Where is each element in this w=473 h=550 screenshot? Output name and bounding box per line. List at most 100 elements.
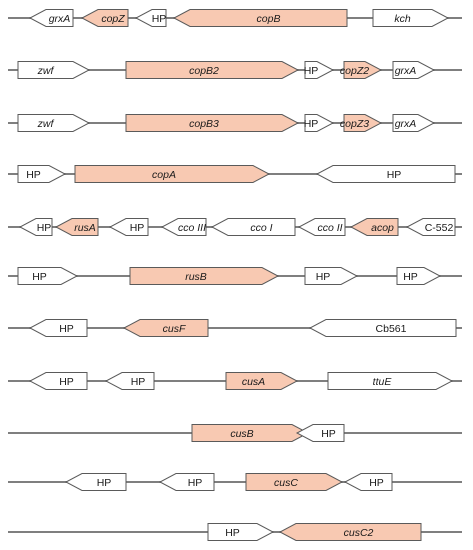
gene-arrow bbox=[392, 114, 436, 132]
gene-arrow bbox=[74, 165, 271, 183]
gene-label: ttuE bbox=[373, 376, 393, 388]
track-6: HP rusB HP HP bbox=[8, 267, 462, 285]
gene-label: HP bbox=[387, 169, 402, 181]
gene-arrow bbox=[210, 218, 296, 236]
gene-arrow bbox=[28, 319, 88, 337]
gene-label: grxA bbox=[395, 65, 417, 77]
gene-label: HP bbox=[130, 222, 145, 234]
gene-arrow bbox=[327, 372, 454, 390]
gene-arrow bbox=[160, 218, 207, 236]
gene-arrow bbox=[28, 372, 88, 390]
track-10: HP HP cusC HP bbox=[8, 473, 462, 491]
gene-arrow bbox=[80, 9, 129, 27]
gene-arrow bbox=[17, 61, 91, 79]
gene-arrow bbox=[122, 319, 209, 337]
gene-label: HP bbox=[152, 13, 167, 25]
gene-label: copB bbox=[257, 13, 281, 25]
gene-arrow bbox=[158, 473, 215, 491]
gene-arrow bbox=[172, 9, 348, 27]
gene-arrow bbox=[125, 114, 300, 132]
gene-arrow bbox=[18, 218, 53, 236]
gene-label: cusA bbox=[242, 376, 265, 388]
gene-arrow bbox=[343, 61, 383, 79]
track-11: HP cusC2 bbox=[8, 523, 462, 541]
gene-arrow bbox=[315, 165, 456, 183]
gene-label: copA bbox=[152, 169, 176, 181]
gene-label: HP bbox=[59, 376, 74, 388]
gene-label: HP bbox=[37, 222, 52, 234]
gene-arrow bbox=[207, 523, 275, 541]
gene-arrow bbox=[405, 218, 456, 236]
gene-label: rusB bbox=[185, 271, 207, 283]
gene-arrow bbox=[343, 473, 393, 491]
track-4: HP copA HP bbox=[8, 165, 462, 183]
gene-arrow bbox=[54, 218, 99, 236]
gene-arrow bbox=[343, 114, 383, 132]
gene-arrow bbox=[17, 114, 91, 132]
gene-arrow bbox=[129, 267, 280, 285]
gene-label: cco II bbox=[317, 222, 342, 234]
gene-label: cusF bbox=[163, 323, 186, 335]
gene-arrow bbox=[108, 218, 149, 236]
gene-label: Cb561 bbox=[376, 323, 407, 335]
gene-label: HP bbox=[32, 271, 47, 283]
gene-label: cco I bbox=[250, 222, 272, 234]
gene-label: zwf bbox=[37, 65, 55, 77]
gene-label: acop bbox=[371, 222, 394, 234]
gene-label: copZ bbox=[101, 13, 125, 25]
gene-label: HP bbox=[97, 477, 112, 489]
gene-arrow bbox=[392, 61, 436, 79]
gene-label: HP bbox=[188, 477, 203, 489]
gene-arrow bbox=[304, 114, 335, 132]
gene-arrow bbox=[17, 165, 67, 183]
gene-arrow bbox=[304, 267, 359, 285]
gene-label: copB3 bbox=[189, 118, 219, 130]
gene-label: zwf bbox=[37, 118, 55, 130]
track-8: HP HP cusA ttuE bbox=[8, 372, 462, 390]
gene-label: cusC2 bbox=[344, 527, 374, 539]
gene-arrow bbox=[104, 372, 155, 390]
gene-label: grxA bbox=[395, 118, 417, 130]
gene-label: kch bbox=[394, 13, 411, 25]
gene-label: HP bbox=[304, 65, 319, 77]
gene-arrow bbox=[297, 218, 346, 236]
gene-arrow bbox=[295, 424, 345, 442]
track-1: grxA copZ HP copB kch bbox=[8, 9, 462, 27]
gene-arrow bbox=[225, 372, 299, 390]
gene-label: C-552 bbox=[425, 222, 454, 234]
gene-label: HP bbox=[316, 271, 331, 283]
gene-label: HP bbox=[321, 428, 336, 440]
gene-arrow bbox=[28, 9, 74, 27]
track-5: HP rusA HP cco III cco I cco II acop C-552 bbox=[8, 218, 462, 236]
gene-label: HP bbox=[131, 376, 146, 388]
gene-arrow bbox=[372, 9, 450, 27]
gene-label: grxA bbox=[49, 13, 71, 25]
gene-label: cusC bbox=[274, 477, 298, 489]
track-7: HP cusF Cb561 bbox=[8, 319, 462, 337]
gene-arrow bbox=[396, 267, 442, 285]
gene-arrow bbox=[308, 319, 457, 337]
gene-label: HP bbox=[225, 527, 240, 539]
gene-label: copZ2 bbox=[340, 65, 369, 77]
gene-label: rusA bbox=[74, 222, 96, 234]
gene-label: HP bbox=[403, 271, 418, 283]
gene-arrow bbox=[191, 424, 310, 442]
track-9: cusB HP bbox=[8, 424, 462, 442]
gene-arrow bbox=[278, 523, 422, 541]
gene-label: HP bbox=[369, 477, 384, 489]
gene-arrow bbox=[17, 267, 79, 285]
gene-label: HP bbox=[59, 323, 74, 335]
gene-label: cco III bbox=[178, 222, 206, 234]
gene-arrow bbox=[125, 61, 300, 79]
gene-label: copZ3 bbox=[340, 118, 369, 130]
gene-label: HP bbox=[304, 118, 319, 130]
gene-label: cusB bbox=[230, 428, 253, 440]
gene-arrow bbox=[64, 473, 127, 491]
gene-arrow bbox=[245, 473, 344, 491]
track-2: zwf copB2 HP copZ2 grxA bbox=[8, 61, 462, 79]
gene-label: HP bbox=[26, 169, 41, 181]
gene-label: copB2 bbox=[189, 65, 219, 77]
gene-arrow bbox=[304, 61, 335, 79]
track-3: zwf copB3 HP copZ3 grxA bbox=[8, 114, 462, 132]
